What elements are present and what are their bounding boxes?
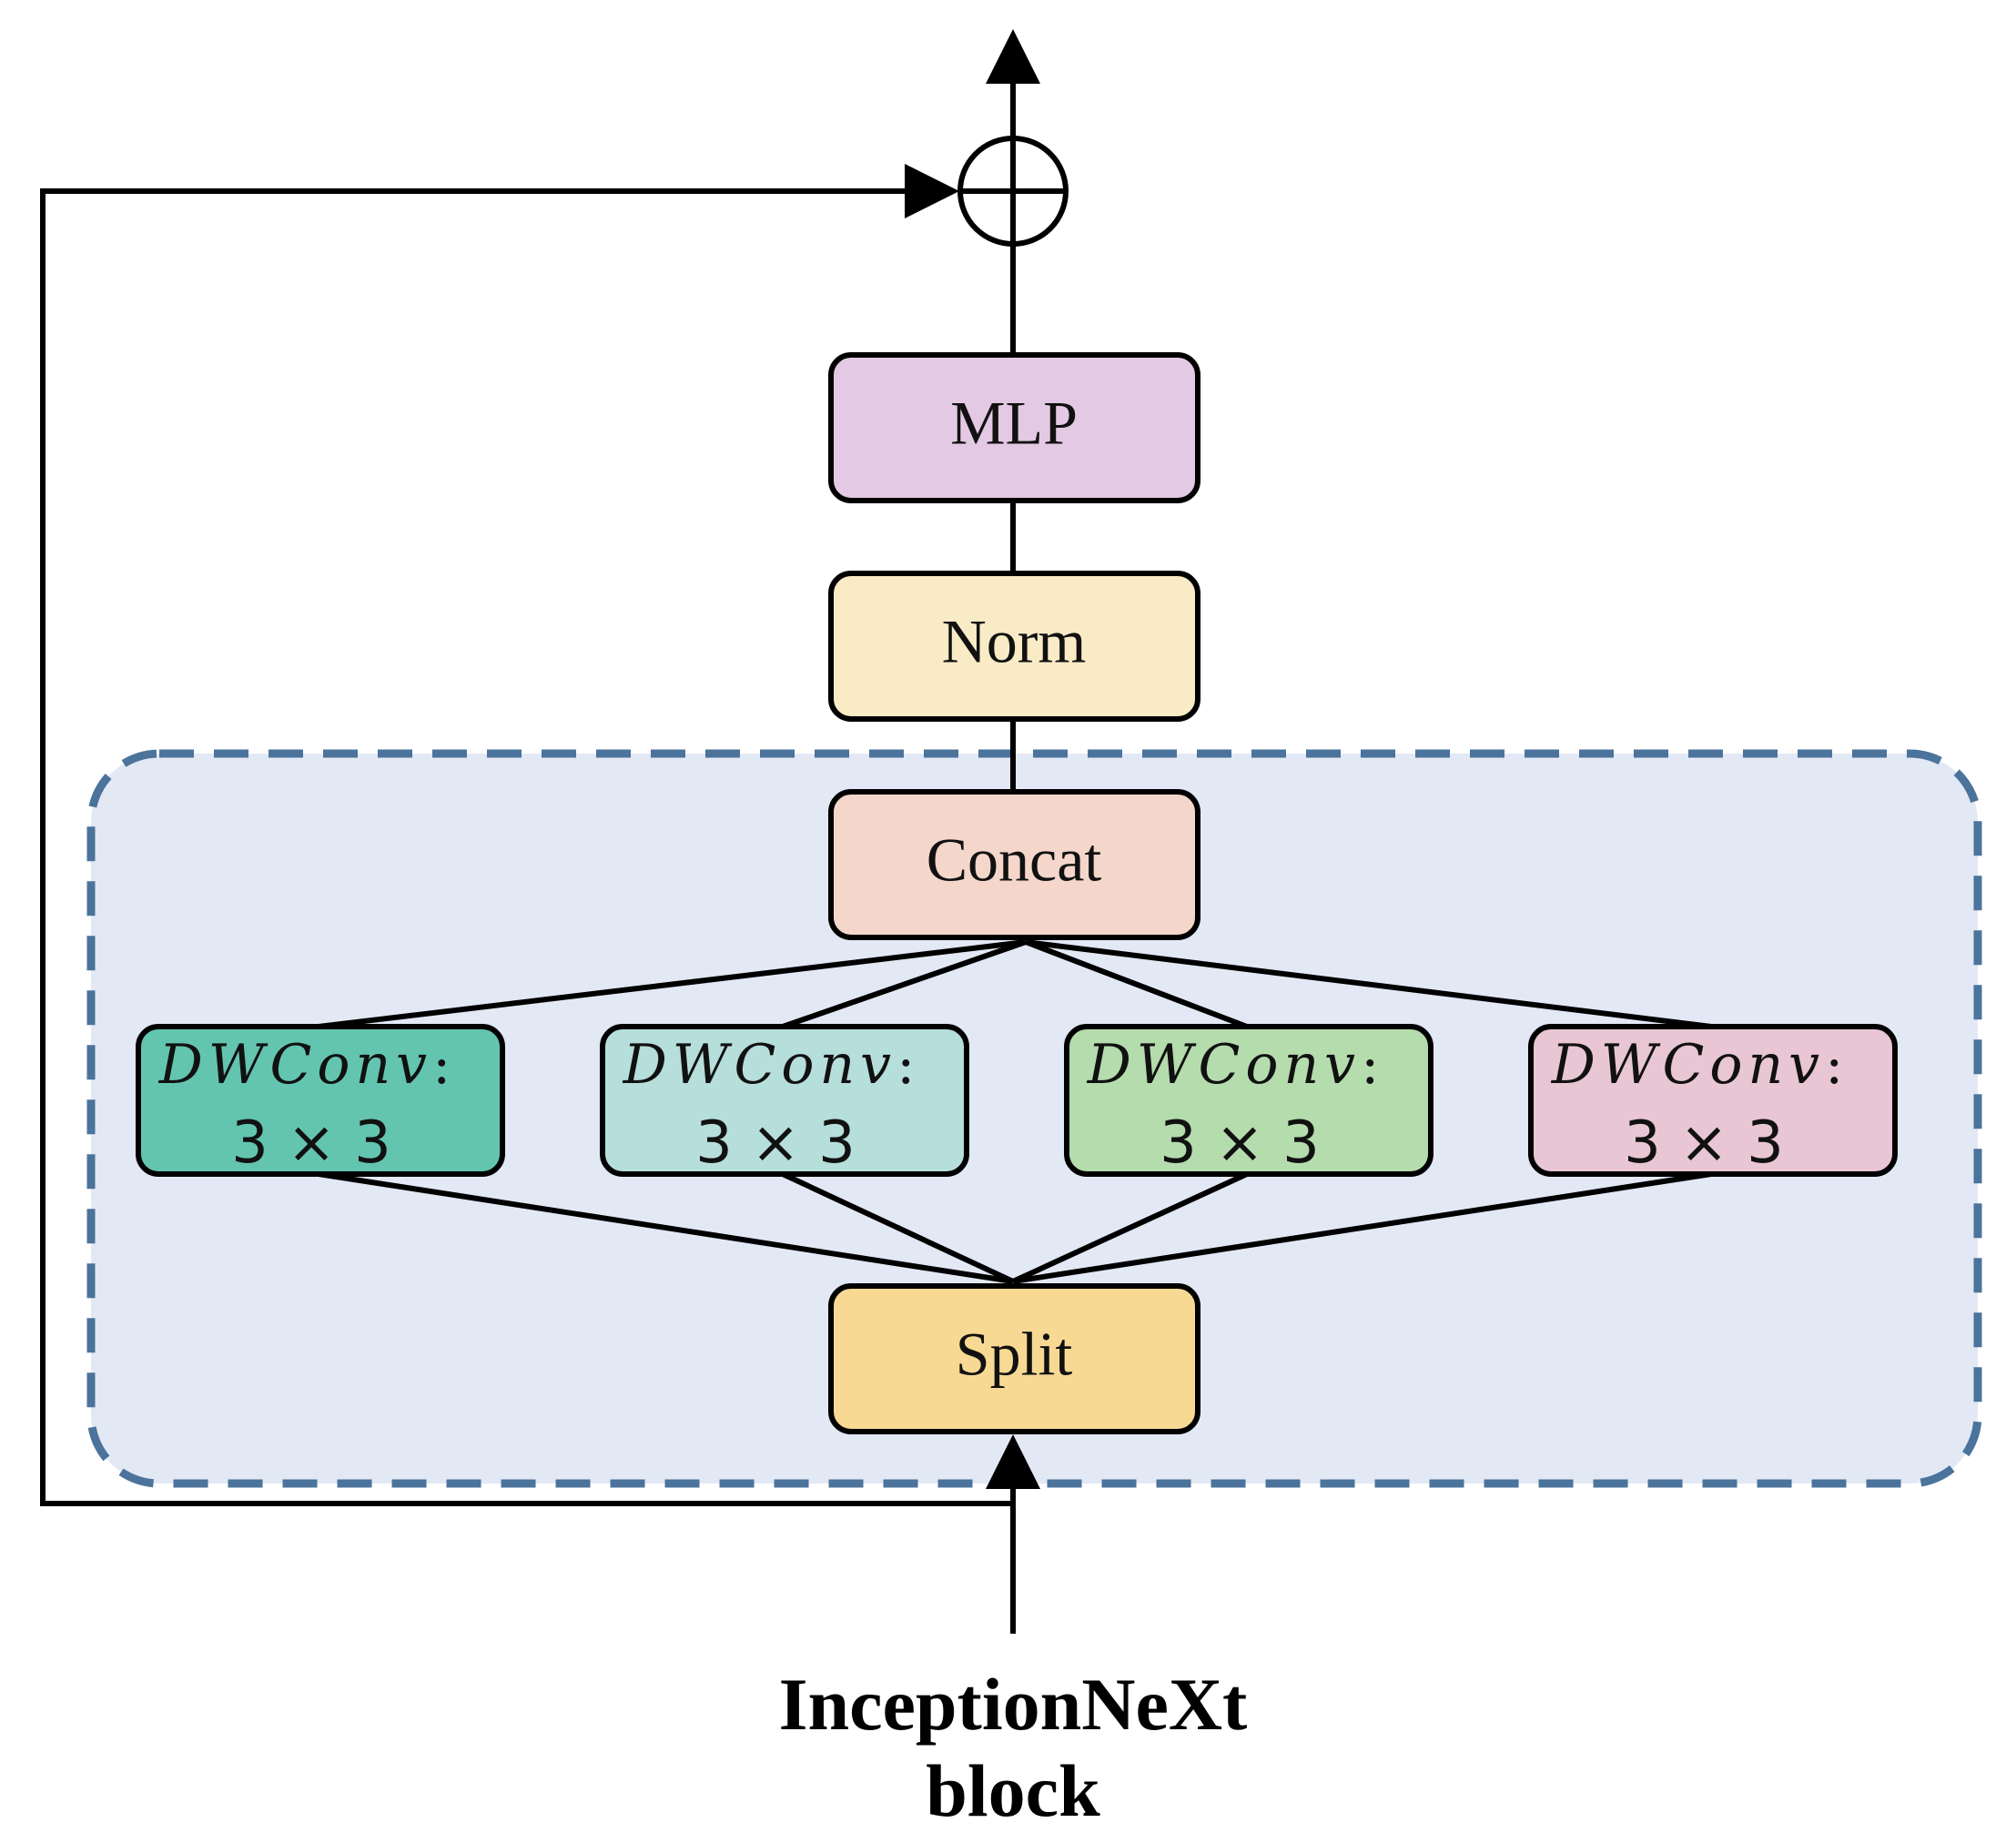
concat-node: Concat (828, 789, 1200, 940)
conv-2-to-concat-edge (782, 939, 1027, 1029)
split-label: Split (956, 1320, 1073, 1389)
dwconv-name-3: DWConv: (1087, 1033, 1385, 1097)
dwconv-kernel-size-1: 3 × 3 (231, 1109, 391, 1177)
conv-3-to-concat-edge (1024, 939, 1249, 1029)
dwconv-node-3: DWConv: 3 × 3 (1064, 1024, 1433, 1177)
mlp-node: MLP (828, 352, 1200, 503)
split-to-conv-2-edge (781, 1171, 1015, 1284)
dwconv-kernel-size-4: 3 × 3 (1624, 1109, 1784, 1177)
conv-4-to-concat-edge (1025, 939, 1712, 1029)
diagram-caption-line-2: block (926, 1749, 1100, 1832)
concat-label: Concat (927, 825, 1102, 895)
concat-box (828, 789, 1200, 940)
split-to-conv-3-edge (1011, 1171, 1249, 1284)
dwconv-name-2: DWConv: (623, 1033, 921, 1097)
dwconv-node-2: DWConv: 3 × 3 (600, 1024, 969, 1177)
dwconv-kernel-size-2: 3 × 3 (695, 1109, 856, 1177)
split-to-conv-1-edge (318, 1171, 1014, 1284)
split-node: Split (828, 1283, 1200, 1434)
norm-node: Norm (828, 571, 1200, 722)
norm-box (828, 571, 1200, 722)
dwconv-box-4 (1528, 1024, 1898, 1177)
mlp-box (828, 352, 1200, 503)
dwconv-box-1 (136, 1024, 505, 1177)
diagram-caption-line-1: InceptionNeXt (779, 1663, 1248, 1746)
conv-1-to-concat-edge (318, 939, 1027, 1029)
split-box (828, 1283, 1200, 1434)
split-to-conv-4-edge (1012, 1171, 1712, 1284)
adder-plus-icon (957, 136, 1069, 247)
dwconv-node-4: DWConv: 3 × 3 (1528, 1024, 1898, 1177)
residual-connection (40, 164, 1013, 1506)
dwconv-name-4: DWConv: (1551, 1033, 1849, 1097)
dwconv-box-2 (600, 1024, 969, 1177)
dwconv-name-1: DWConv: (158, 1033, 457, 1097)
dwconv-node-1: DWConv: 3 × 3 (136, 1024, 505, 1177)
dwconv-kernel-size-3: 3 × 3 (1160, 1109, 1320, 1177)
dwconv-box-3 (1064, 1024, 1433, 1177)
concat-fanin-edges (318, 939, 1712, 1029)
norm-label: Norm (942, 607, 1087, 676)
split-fanout-edges (318, 1171, 1712, 1284)
token-mixer-region (86, 749, 1982, 1488)
mlp-label: MLP (950, 389, 1078, 458)
